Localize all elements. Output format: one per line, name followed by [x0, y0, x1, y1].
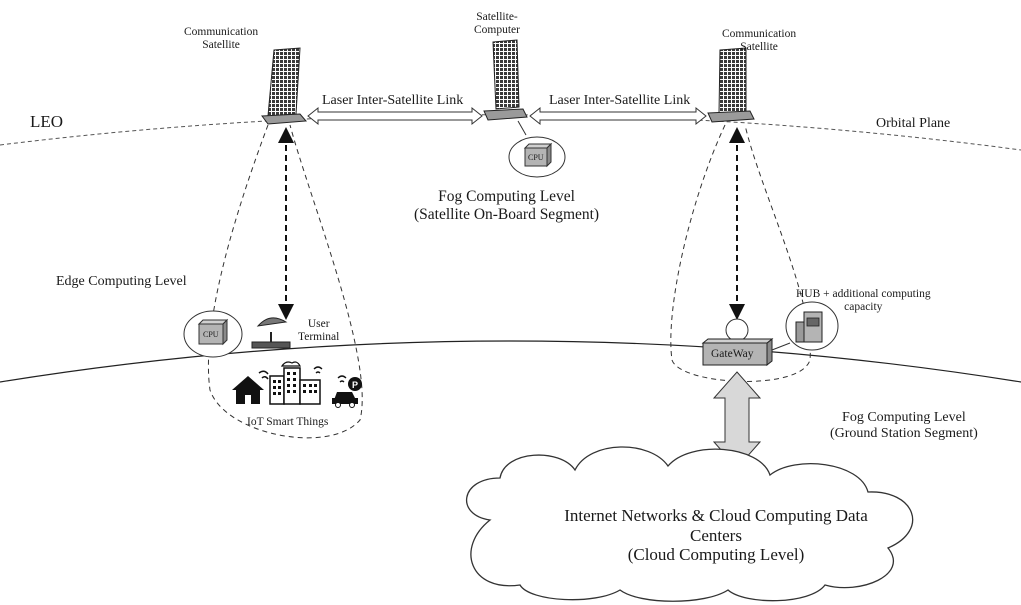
cloud-computing-label: Internet Networks & Cloud Computing Data…: [564, 506, 868, 565]
orbital-arc: [0, 114, 1021, 151]
satellite-right: [707, 47, 755, 123]
leo-label: LEO: [30, 112, 64, 131]
satellite-cpu-text: CPU: [528, 153, 544, 162]
satellite-right-label: Communication Satellite: [722, 28, 797, 54]
edge-cpu-node: [183, 310, 243, 358]
satellite-middle: [483, 39, 528, 121]
satellite-middle-label: Satellite- Computer: [474, 11, 520, 37]
solar-panel-right: [718, 47, 747, 115]
satellite-body-middle: [483, 108, 528, 121]
laser-link-right-label: Laser Inter-Satellite Link: [549, 93, 691, 108]
laser-link-left-arrow: [307, 106, 483, 126]
gateway-node: [701, 318, 774, 367]
laser-link-left-label: Laser Inter-Satellite Link: [322, 93, 464, 108]
user-terminal-label: User Terminal: [298, 318, 340, 344]
fog-ground-level-label: Fog Computing Level (Ground Station Segm…: [830, 410, 978, 442]
smart-car-parking-icon: P: [332, 375, 362, 408]
cloud-shape: [465, 446, 914, 602]
svg-text:P: P: [352, 380, 358, 390]
satellite-left: [261, 47, 308, 125]
satellite-body-right: [707, 110, 755, 123]
fog-satellite-level-label: Fog Computing Level (Satellite On-Board …: [414, 188, 600, 223]
orbital-plane-label: Orbital Plane: [876, 116, 951, 131]
solar-panel-left: [267, 47, 301, 117]
left-coverage-cone: [207, 124, 363, 439]
satellite-body-left: [261, 113, 308, 125]
edge-cpu-text: CPU: [203, 330, 219, 339]
smart-building-icon: [269, 361, 323, 405]
solar-panel-middle: [492, 39, 520, 110]
user-terminal-dish: [251, 317, 291, 349]
gateway-label: GateWay: [711, 348, 754, 360]
satellite-left-label: Communication Satellite: [184, 26, 259, 52]
earth-surface-curve: [0, 340, 1021, 383]
iot-smart-things-label: IoT Smart Things: [247, 416, 329, 428]
satellite-cpu-callout: [508, 120, 566, 178]
edge-computing-level-label: Edge Computing Level: [56, 274, 187, 289]
hub-computing-node: [771, 301, 839, 351]
house-icon: [232, 370, 269, 404]
hub-computing-label: HUB + additional computing capacity: [796, 288, 931, 314]
laser-link-right-arrow: [529, 106, 707, 126]
